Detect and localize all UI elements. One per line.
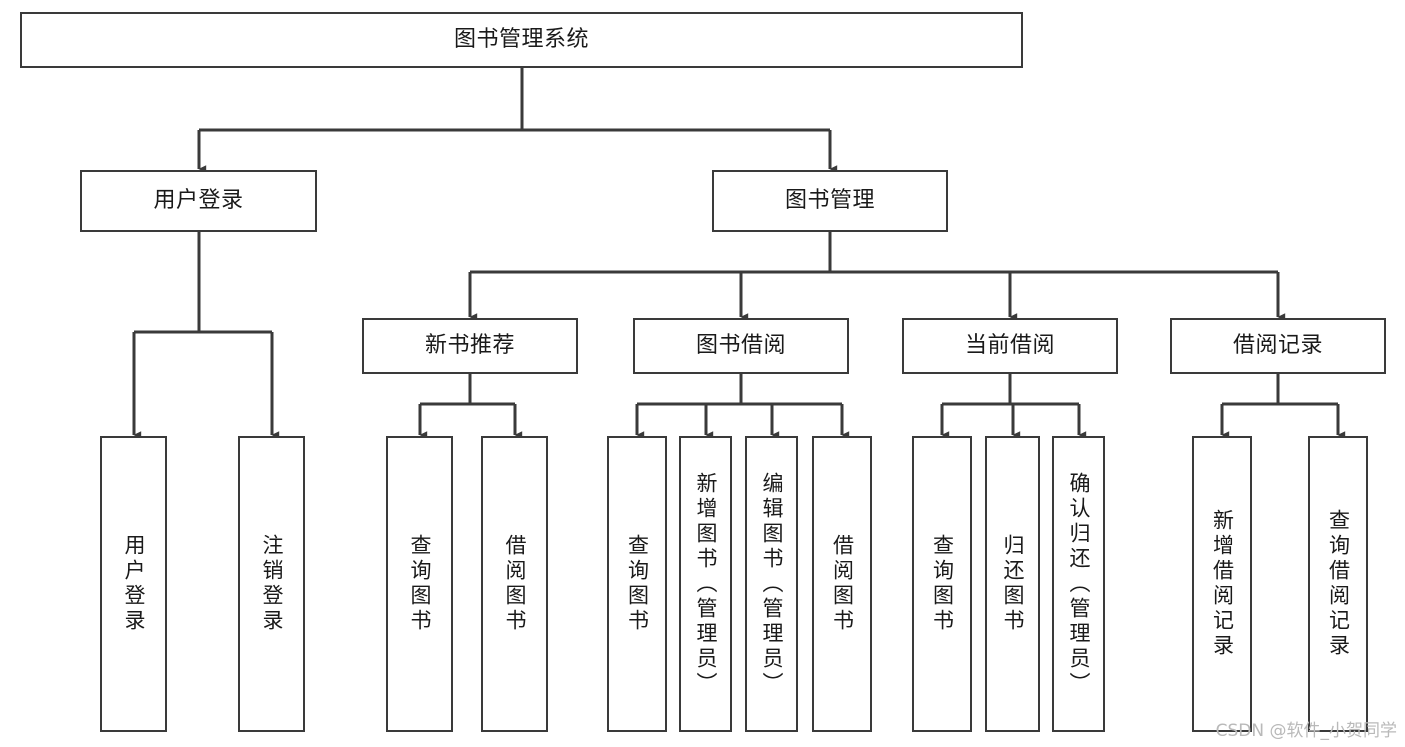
node-label: 查询图书 [625,534,650,634]
node-l-borrow1[interactable]: 借阅图书 [481,436,548,732]
node-l-borrow2[interactable]: 借阅图书 [812,436,872,732]
node-newbook[interactable]: 新书推荐 [362,318,578,374]
node-label: 借阅图书 [503,534,528,634]
node-label: 查询图书 [408,534,433,634]
node-l-addrec[interactable]: 新增借阅记录 [1192,436,1252,732]
node-l-query1[interactable]: 查询图书 [386,436,453,732]
node-label: 查询图书 [930,534,955,634]
node-label: 借阅记录 [1232,332,1323,358]
node-label: 归还图书 [1001,534,1026,634]
node-label: 图书管理系统 [453,26,589,52]
node-label: 图书管理 [784,187,875,213]
node-label: 借阅图书 [830,534,855,634]
node-label: 确认归还（管理员） [1067,471,1092,697]
watermark-text: CSDN @软件_小贺同学 [1215,721,1397,741]
node-current[interactable]: 当前借阅 [902,318,1118,374]
node-label: 新增图书（管理员） [694,471,719,697]
node-label: 编辑图书（管理员） [760,471,785,697]
node-login[interactable]: 用户登录 [80,170,317,232]
node-l-edit[interactable]: 编辑图书（管理员） [745,436,798,732]
node-l-queryrec[interactable]: 查询借阅记录 [1308,436,1368,732]
node-label: 新书推荐 [424,332,515,358]
node-label: 当前借阅 [964,332,1055,358]
node-records[interactable]: 借阅记录 [1170,318,1386,374]
node-label: 查询借阅记录 [1326,509,1351,659]
node-label: 用户登录 [153,187,244,213]
node-borrowbook[interactable]: 图书借阅 [633,318,849,374]
connector-paths [132,68,1346,439]
node-l-query2[interactable]: 查询图书 [607,436,667,732]
node-l-query3[interactable]: 查询图书 [912,436,972,732]
node-l-add[interactable]: 新增图书（管理员） [679,436,732,732]
node-label: 用户登录 [122,534,147,634]
node-l-return[interactable]: 归还图书 [985,436,1040,732]
node-l-confirm[interactable]: 确认归还（管理员） [1052,436,1105,732]
node-label: 新增借阅记录 [1210,509,1235,659]
node-root[interactable]: 图书管理系统 [20,12,1023,68]
node-label: 图书借阅 [695,332,786,358]
node-l-login[interactable]: 用户登录 [100,436,167,732]
node-label: 注销登录 [260,534,285,634]
node-bookmgmt[interactable]: 图书管理 [712,170,948,232]
node-l-logout[interactable]: 注销登录 [238,436,305,732]
